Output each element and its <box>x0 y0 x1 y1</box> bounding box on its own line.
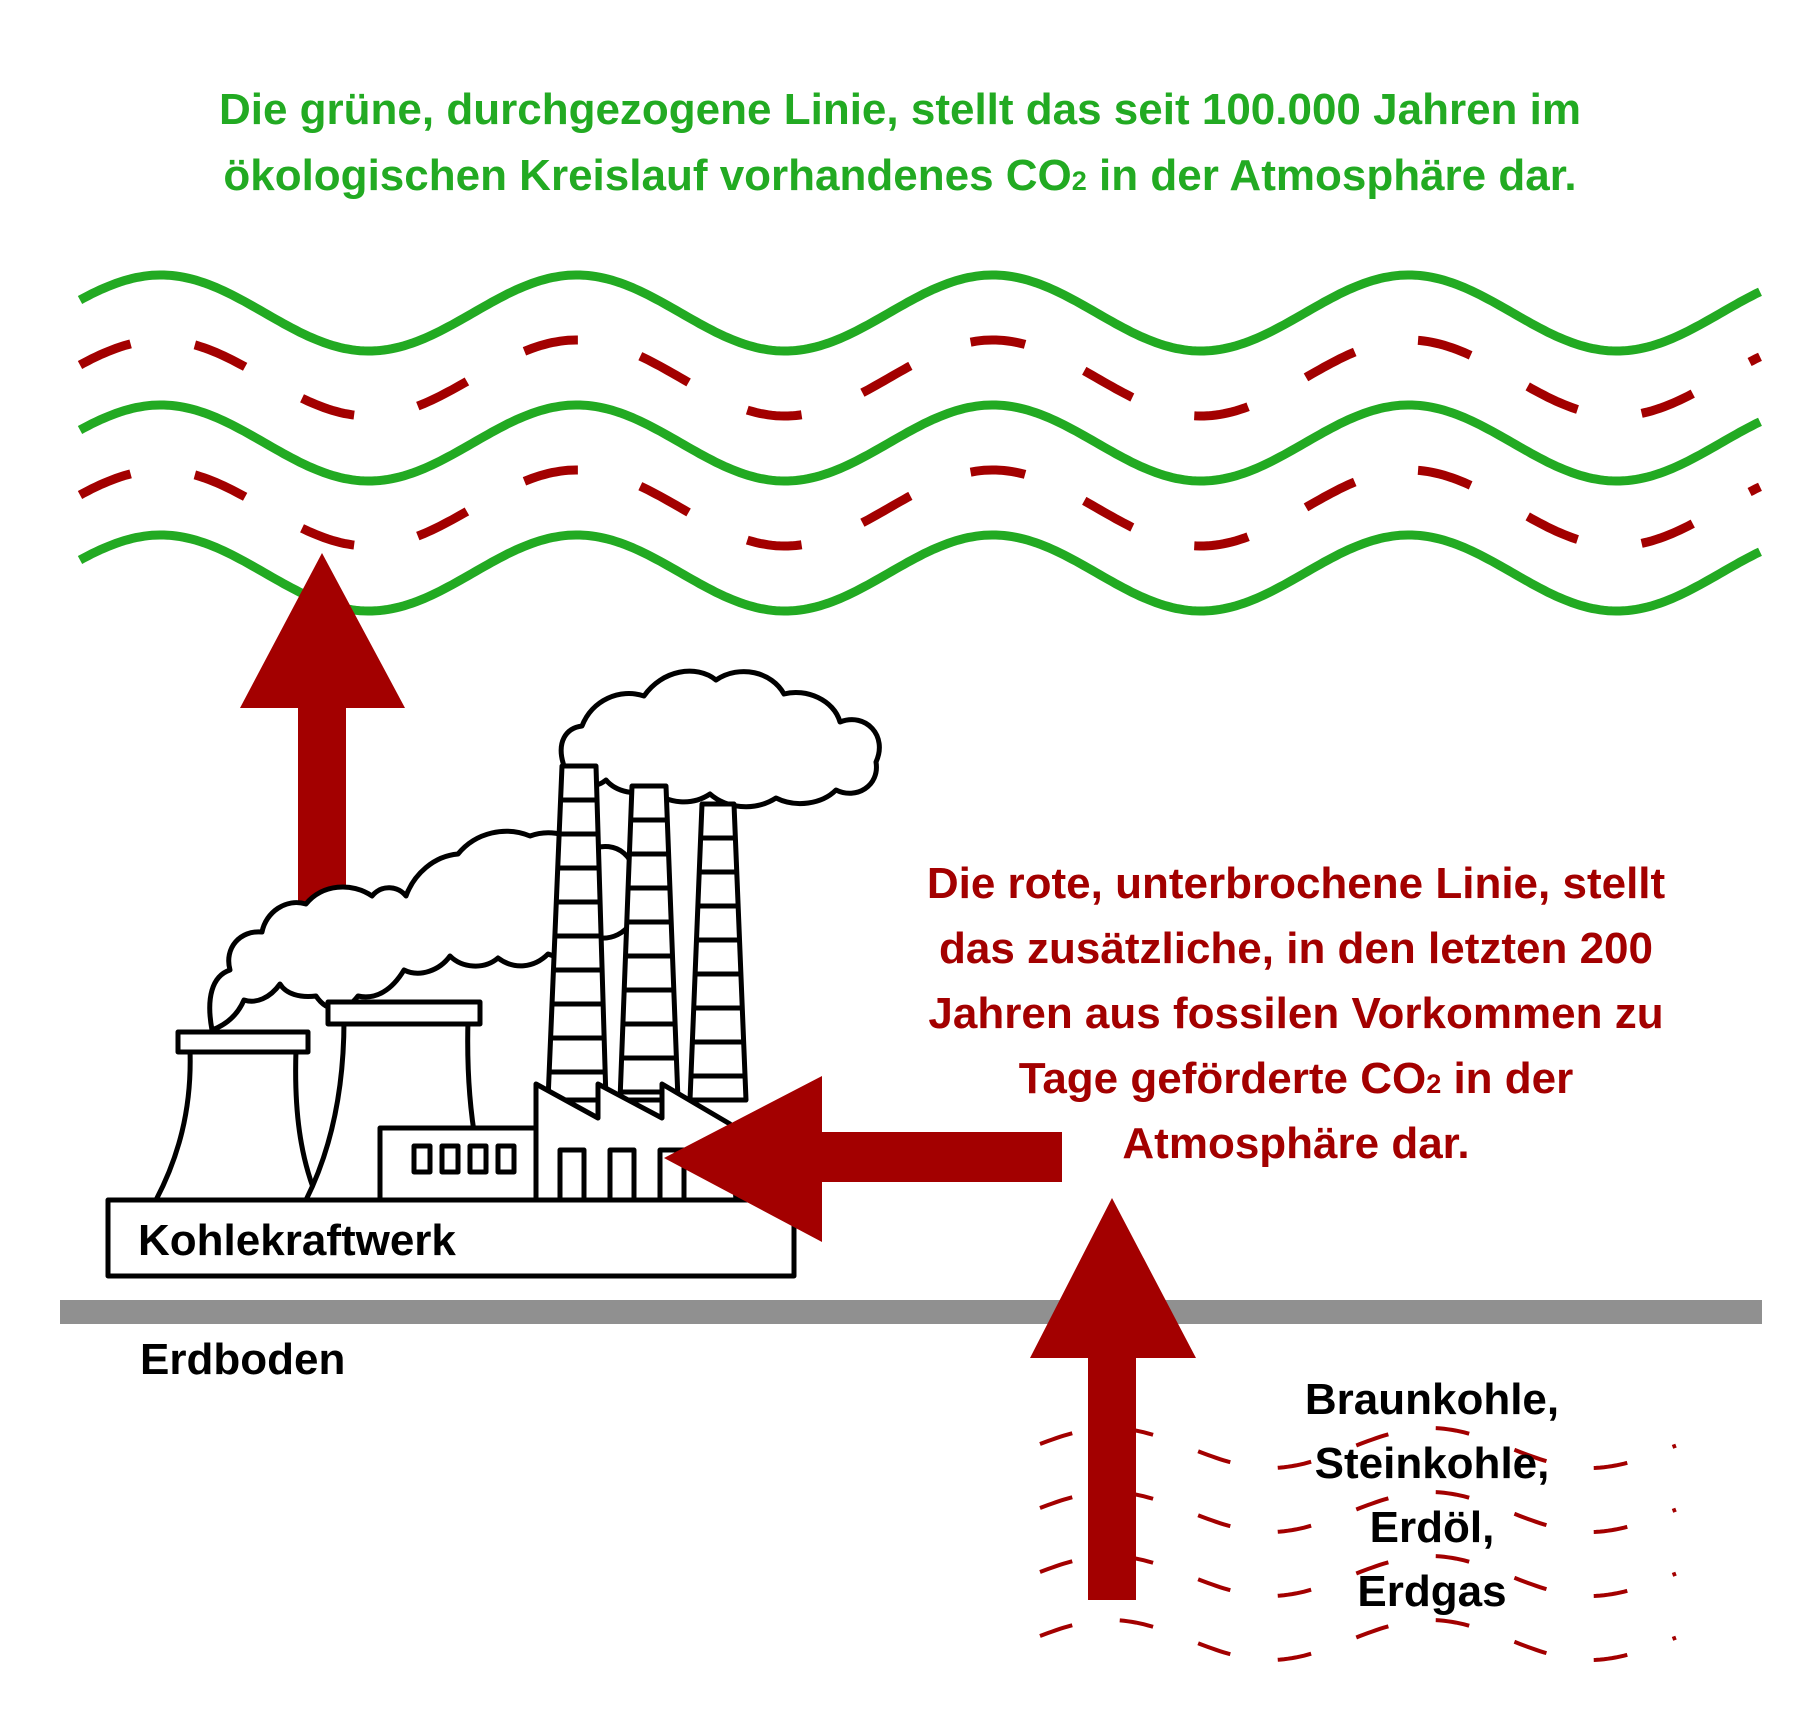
chimney-2 <box>617 783 681 1103</box>
fossil-wave-2 <box>1039 1490 1677 1534</box>
fossil-deposit-waves <box>1039 1426 1677 1662</box>
atmosphere-waves <box>77 270 1762 616</box>
red-co2-wave-2 <box>77 465 1762 551</box>
right-caption-line-1: Die rote, unterbrochene Linie, stellt <box>927 859 1666 908</box>
green-co2-wave-2 <box>77 400 1762 486</box>
power-plant-illustration <box>105 668 882 1279</box>
chimney-1 <box>545 763 609 1103</box>
chimney-3 <box>687 801 749 1103</box>
cooling-tower-1-cap <box>175 1029 311 1055</box>
fossil-fuel-list: Braunkohle, Steinkohle, Erdöl, Erdgas <box>1305 1375 1559 1616</box>
fossil-fuel-1: Braunkohle, <box>1305 1375 1559 1424</box>
top-caption-line-2: ökologischen Kreislauf vorhandenes CO2 i… <box>223 151 1576 200</box>
fossil-fuel-3: Erdöl, <box>1370 1503 1495 1552</box>
right-caption: Die rote, unterbrochene Linie, stellt da… <box>927 859 1666 1168</box>
ground-label: Erdboden <box>140 1335 345 1384</box>
fossil-fuel-4: Erdgas <box>1357 1567 1506 1616</box>
fossil-wave-1 <box>1039 1426 1677 1470</box>
right-caption-line-3: Jahren aus fossilen Vorkommen zu <box>928 989 1663 1038</box>
top-caption-line-1: Die grüne, durchgezogene Linie, stellt d… <box>219 85 1581 134</box>
fossil-wave-4 <box>1039 1618 1677 1662</box>
power-plant-label: Kohlekraftwerk <box>138 1216 456 1265</box>
factory-door-2 <box>607 1147 637 1203</box>
supply-arrow-left <box>664 1076 1062 1242</box>
chimney-smoke <box>558 668 882 810</box>
turbine-window-3 <box>467 1143 489 1175</box>
fossil-wave-3 <box>1039 1554 1677 1598</box>
factory-door-1 <box>557 1147 587 1203</box>
power-plant-base <box>105 1197 797 1279</box>
emission-arrow-up <box>240 553 405 952</box>
turbine-window-1 <box>411 1143 433 1175</box>
turbine-window-4 <box>495 1143 517 1175</box>
right-caption-line-4: Tage geförderte CO2 in der <box>1019 1054 1574 1103</box>
right-caption-line-5: Atmosphäre dar. <box>1122 1119 1469 1168</box>
cooling-tower-1 <box>153 1047 321 1203</box>
right-caption-line-2: das zusätzliche, in den letzten 200 <box>939 924 1653 973</box>
turbine-window-2 <box>439 1143 461 1175</box>
ground-line <box>60 1300 1762 1324</box>
chimney-ladder-rungs <box>549 797 745 1095</box>
extraction-arrow-up <box>1030 1198 1196 1600</box>
fossil-fuel-2: Steinkohle, <box>1315 1439 1550 1488</box>
red-co2-wave-1 <box>77 335 1762 421</box>
green-co2-wave-3 <box>77 530 1762 616</box>
cooling-tower-2-cap <box>325 999 483 1027</box>
green-co2-wave-1 <box>77 270 1762 356</box>
